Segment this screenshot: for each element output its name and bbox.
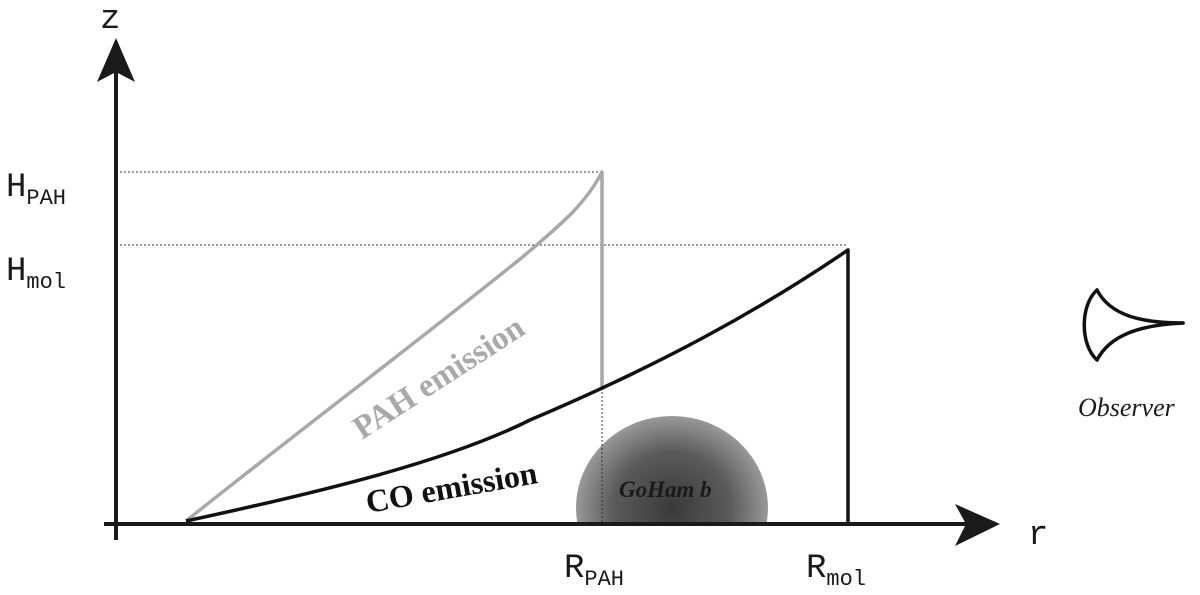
axes (97, 38, 1000, 546)
pah-emission-label: PAH emission (347, 310, 531, 447)
z-axis-label: z (100, 1, 120, 39)
mol-profile (185, 248, 850, 524)
planet-label: GoHam b (619, 477, 712, 502)
guide-lines (116, 171, 848, 524)
h-mol-label: Hmol (6, 253, 66, 295)
r-axis-arrowhead (955, 504, 1000, 546)
r-pah-label: RPAH (564, 550, 624, 592)
r-mol-label: Rmol (806, 550, 866, 592)
eye-icon (1082, 288, 1185, 362)
r-axis-label: r (1028, 517, 1048, 555)
observer-label: Observer (1078, 393, 1176, 422)
planet (576, 416, 768, 524)
co-emission-label: CO emission (363, 454, 540, 520)
h-pah-label: HPAH (6, 169, 66, 211)
z-axis-arrowhead (97, 38, 135, 82)
pah-profile (184, 170, 604, 523)
